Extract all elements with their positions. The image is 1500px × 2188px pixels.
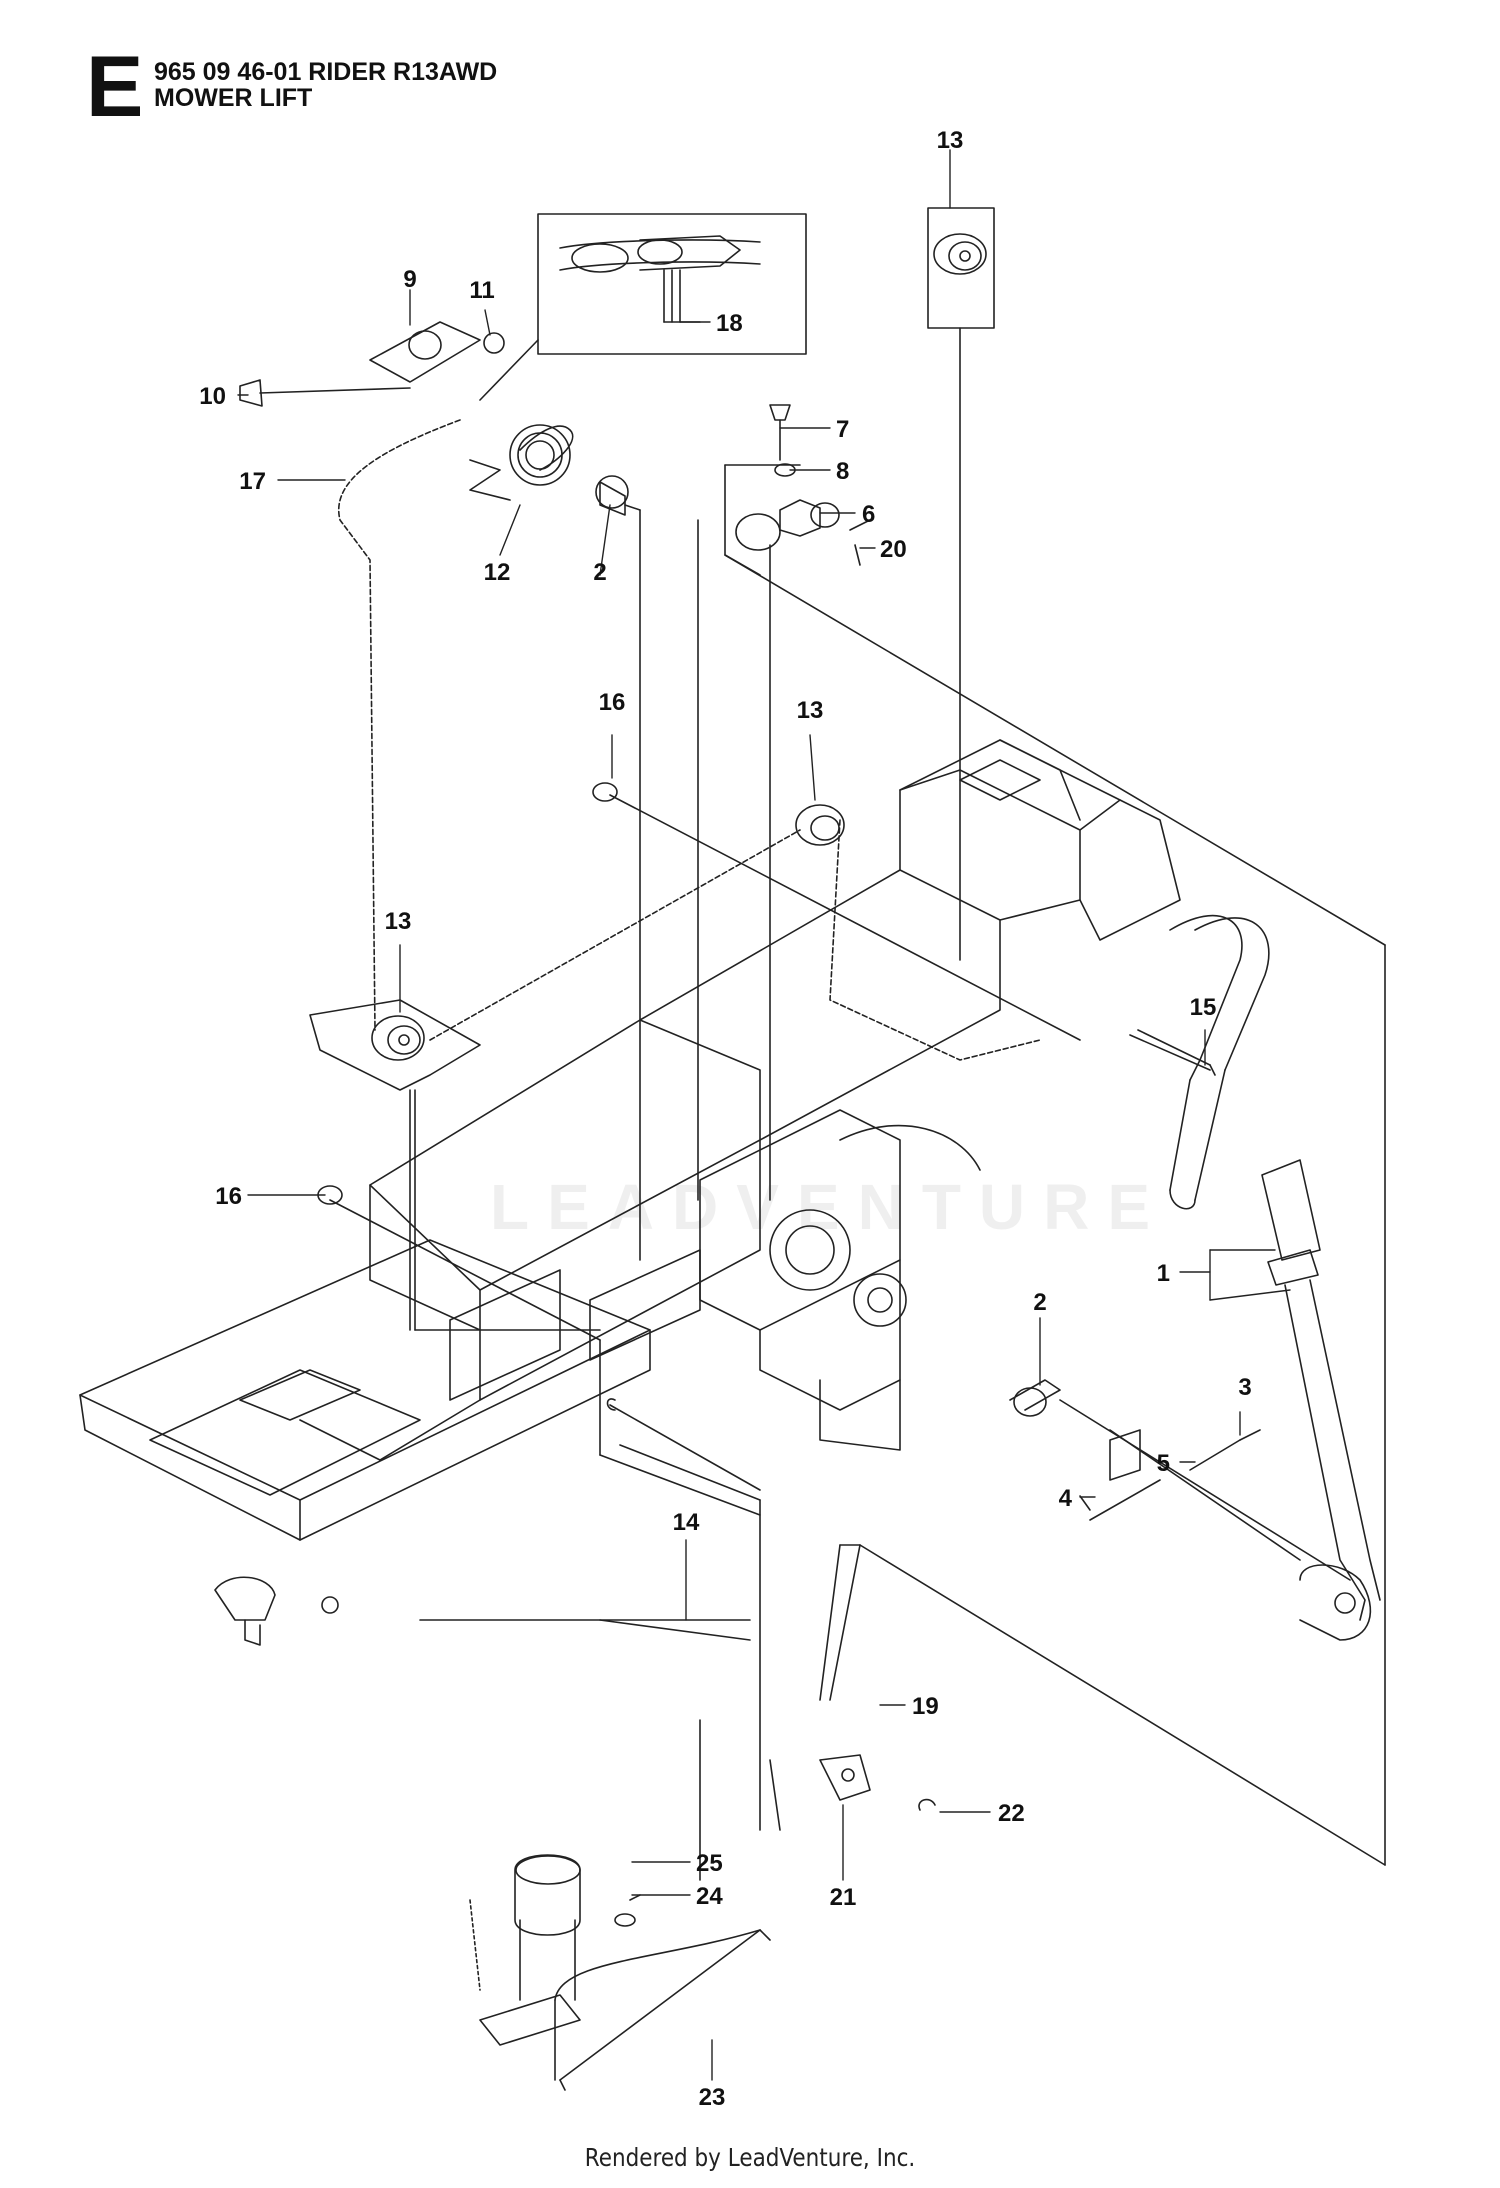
pivot-shaft-drawings: [317, 782, 1216, 1341]
callout-25: 25: [696, 1850, 723, 1877]
callout-18: 18: [716, 310, 743, 337]
callout-labels: 13 9 11 18 10 7 8 17 6 20 12 2 16 13 13 …: [199, 127, 1251, 2111]
callout-15: 15: [1190, 994, 1217, 1021]
callout-leaders: [237, 149, 1291, 2081]
callout-8: 8: [836, 458, 849, 485]
callout-2-top: 2: [593, 559, 606, 586]
lift-link-drawings: [414, 1329, 1386, 2091]
chain-link-detail-box: [479, 213, 807, 401]
diagram-subtitle: MOWER LIFT: [154, 84, 313, 112]
callout-16-top: 16: [599, 689, 626, 716]
callout-20: 20: [880, 536, 907, 563]
callout-13-top: 13: [937, 127, 964, 154]
pulley-drawings: [309, 207, 995, 1331]
section-letter: E: [86, 39, 144, 135]
callout-5: 5: [1157, 1450, 1170, 1477]
callout-12: 12: [484, 559, 511, 586]
callout-13-middle: 13: [797, 697, 824, 724]
callout-19: 19: [912, 1693, 939, 1720]
callout-3: 3: [1238, 1374, 1251, 1401]
callout-13-left: 13: [385, 908, 412, 935]
callout-11: 11: [469, 277, 494, 304]
callout-24: 24: [696, 1883, 723, 1910]
lift-chain: [337, 419, 1041, 1061]
callout-22: 22: [998, 1800, 1025, 1827]
callout-9: 9: [403, 266, 416, 293]
callout-4: 4: [1059, 1485, 1073, 1512]
callout-1: 1: [1157, 1260, 1170, 1287]
callout-2-right: 2: [1033, 1289, 1046, 1316]
watermark: LEADVENTURE: [490, 1171, 1169, 1243]
mower-frame-drawing: [79, 739, 1270, 1646]
callout-16-left: 16: [215, 1183, 242, 1210]
callout-6: 6: [862, 501, 875, 528]
callout-7: 7: [836, 416, 849, 443]
pivot-block-drawings: [697, 404, 1386, 1866]
lift-handle-drawings: [1009, 1159, 1381, 1641]
model-title: 965 09 46-01 RIDER R13AWD: [154, 58, 498, 86]
spring-and-bracket-drawings: [239, 321, 641, 1261]
callout-23: 23: [699, 2084, 726, 2111]
callout-17: 17: [239, 468, 266, 495]
callout-10: 10: [199, 383, 226, 410]
callout-21: 21: [830, 1884, 857, 1911]
callout-14: 14: [673, 1509, 700, 1536]
footer-credit: Rendered by LeadVenture, Inc.: [584, 2143, 916, 2172]
